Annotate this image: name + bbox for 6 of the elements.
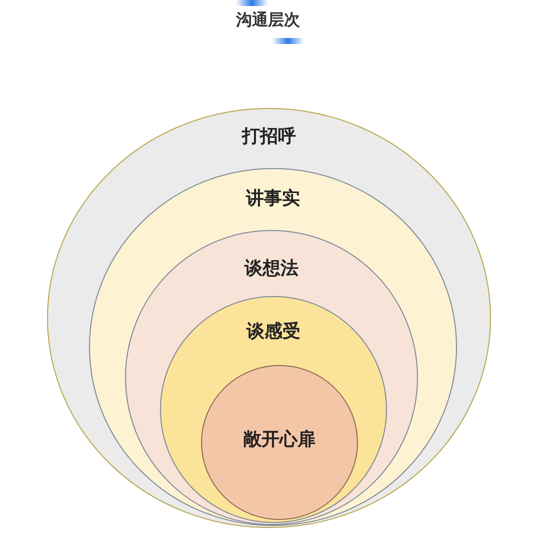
layer-label: 谈感受	[245, 321, 302, 343]
title: 沟通层次	[235, 10, 301, 31]
layer-label: 打招呼	[240, 126, 297, 148]
layer-label: 敞开心扉	[242, 429, 316, 451]
layer-label: 讲事实	[244, 188, 301, 210]
layer-label: 谈想法	[243, 258, 300, 280]
